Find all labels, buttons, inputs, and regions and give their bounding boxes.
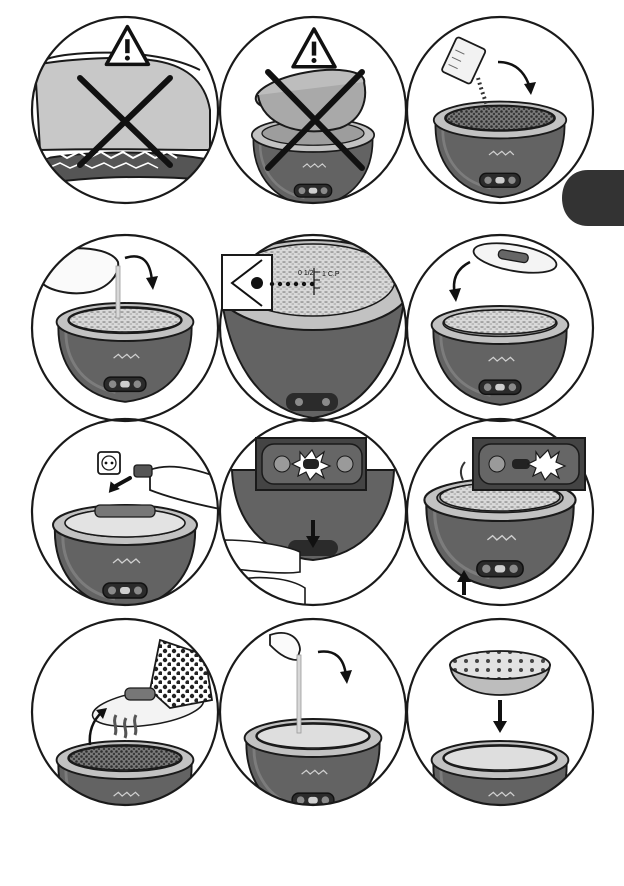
- eye-icon: [222, 255, 272, 310]
- level-mark-left: 0 1/2: [298, 270, 314, 277]
- measuring-cup: [441, 37, 486, 85]
- step-3-pour-rice: [407, 17, 593, 203]
- steam-basket: [450, 651, 550, 695]
- wall-socket-icon: [98, 452, 120, 474]
- switch-zoom-panel: [256, 438, 366, 490]
- step-9-keep-warm: [407, 419, 593, 605]
- step-5-check-level: 0 1/2 1 C.P: [215, 235, 411, 421]
- step-2-shell-warning: [220, 17, 406, 206]
- keep-warm-zoom-panel: [473, 438, 585, 490]
- step-1-hot-surface-warning: [30, 15, 220, 205]
- step-6-place-lid: [407, 235, 593, 421]
- step-12-steam-basket: [407, 619, 593, 840]
- step-10-remove-lid: [32, 619, 218, 840]
- lid: [471, 238, 558, 278]
- step-4-pour-water: [32, 235, 218, 421]
- page-tab: [562, 170, 624, 226]
- step-7-plug-in: [32, 419, 225, 609]
- step-11-add-water: [220, 619, 406, 818]
- level-mark-right: 1 C.P: [322, 271, 340, 278]
- step-8-press-switch: [220, 419, 406, 605]
